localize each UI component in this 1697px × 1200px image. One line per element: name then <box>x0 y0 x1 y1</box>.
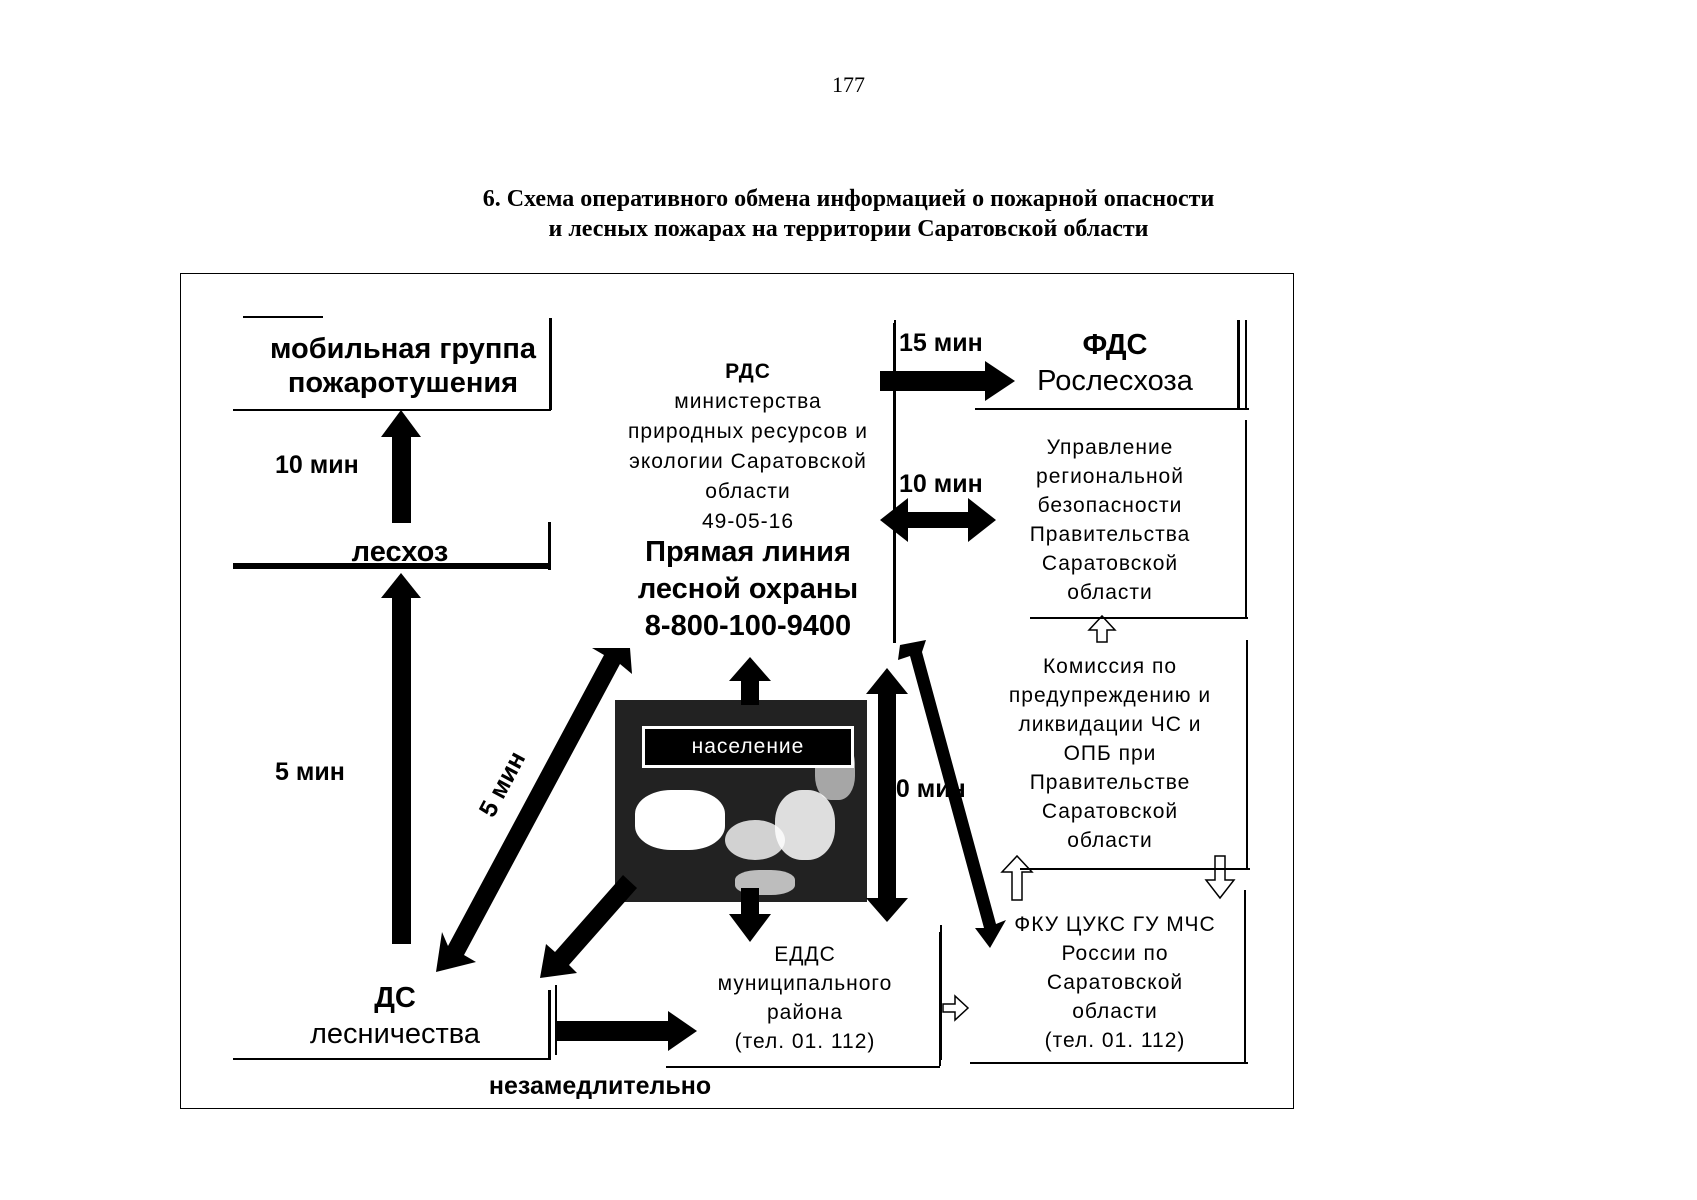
mobile-group-line1: мобильная группа <box>269 333 537 365</box>
arrow-rds-to-fds <box>880 361 1015 401</box>
commission-label: Комиссия по предупреждению и ликвидации … <box>985 652 1235 855</box>
regional-security-line5: Саратовской <box>1041 552 1179 575</box>
commission-line6: Саратовской <box>1041 800 1179 823</box>
arrow-ds-to-leskhoz <box>381 573 421 944</box>
label-immediately: незамедлительно <box>488 1072 712 1100</box>
fds-label: ФДС Рослесхоза <box>1010 327 1220 399</box>
commission-line2: предупреждению и <box>1008 684 1212 707</box>
hotline-label: Прямая линия лесной охраны 8-800-100-940… <box>600 534 896 645</box>
fku-line1: ФКУ ЦУКС ГУ МЧС <box>1014 913 1216 936</box>
label-10-min-left: 10 мин <box>275 451 359 479</box>
arrow-photo-to-ds <box>540 875 637 978</box>
population-label: население <box>642 726 854 768</box>
hotline-line1: Прямая линия <box>645 536 851 568</box>
commission-line7: области <box>1067 829 1153 852</box>
arrow-rds-fku-diag <box>898 640 1006 948</box>
hotline-line3: 8-800-100-9400 <box>644 610 852 642</box>
arrow-leskhoz-to-mobile <box>381 410 421 523</box>
ds-line1: ДС <box>374 982 416 1014</box>
hollow-arrow-fku-to-commission <box>1000 854 1034 901</box>
rds-line5: области <box>705 480 791 503</box>
label-10-min-right: 10 мин <box>899 470 983 498</box>
regional-security-line3: безопасности <box>1037 494 1183 517</box>
arrow-rds-edds-vertical <box>866 668 908 922</box>
commission-line4: ОПБ при <box>1063 742 1157 765</box>
rds-line6: 49-05-16 <box>701 510 795 533</box>
hollow-arrow-commission-to-fku <box>1204 855 1236 900</box>
label-10-min-middle: 10 мин <box>882 775 966 803</box>
rds-label: РДС министерства природных ресурсов и эк… <box>610 357 886 537</box>
regional-security-line6: области <box>1067 581 1153 604</box>
rds-line2: министерства <box>674 390 822 413</box>
edds-label: ЕДДС муниципального района (тел. 01. 112… <box>700 940 910 1056</box>
arrow-ds-to-edds <box>557 1011 697 1051</box>
regional-security-line2: региональной <box>1036 465 1184 488</box>
leskhoz-label: лесхоз <box>351 536 449 568</box>
fku-line3: Саратовской <box>1046 971 1184 994</box>
fku-label: ФКУ ЦУКС ГУ МЧС России по Саратовской об… <box>1000 910 1230 1055</box>
arrow-photo-to-rds <box>729 657 771 705</box>
label-15-min: 15 мин <box>899 329 983 357</box>
hotline-line2: лесной охраны <box>637 573 859 605</box>
ds-label: ДС лесничества <box>290 980 500 1052</box>
arrow-rds-regional <box>880 498 996 542</box>
commission-line1: Комиссия по <box>1042 655 1178 678</box>
rds-line3: природных ресурсов и <box>628 420 868 443</box>
page-number: 177 <box>832 72 865 97</box>
fds-line2: Рослесхоза <box>1037 365 1193 397</box>
arrow-photo-to-edds <box>729 888 771 942</box>
fku-line2: России по <box>1061 942 1169 965</box>
regional-security-line4: Правительства <box>1029 523 1191 546</box>
regional-security-label: Управление региональной безопасности Пра… <box>990 433 1230 607</box>
rds-line1: РДС <box>725 360 771 383</box>
fku-line4: области <box>1072 1000 1158 1023</box>
commission-line5: Правительстве <box>1029 771 1191 794</box>
commission-line3: ликвидации ЧС и <box>1018 713 1202 736</box>
diagram-frame <box>180 273 1294 1109</box>
fds-line1: ФДС <box>1082 329 1148 361</box>
hollow-arrow-edds-to-fku <box>942 994 970 1022</box>
rds-line4: экологии Саратовской <box>629 450 867 473</box>
mobile-group-label: мобильная группа пожаротушения <box>248 332 558 400</box>
arrow-ds-rds-diag <box>436 648 632 972</box>
diagram-title-line2: и лесных пожарах на территории Саратовск… <box>548 216 1149 242</box>
edds-line1: ЕДДС <box>774 943 836 966</box>
mobile-group-line2: пожаротушения <box>287 367 519 399</box>
edds-line3: района <box>766 1001 844 1024</box>
fku-line5: (тел. 01. 112) <box>1044 1029 1186 1052</box>
ds-line2: лесничества <box>310 1018 480 1050</box>
edds-line2: муниципального <box>717 972 893 995</box>
edds-line4: (тел. 01. 112) <box>734 1030 876 1053</box>
hollow-arrow-commission-to-regional <box>1087 614 1117 643</box>
label-5-min-left: 5 мин <box>275 758 345 786</box>
regional-security-line1: Управление <box>1046 436 1174 459</box>
diagram-title-line1: 6. Схема оперативного обмена информацией… <box>482 186 1215 212</box>
